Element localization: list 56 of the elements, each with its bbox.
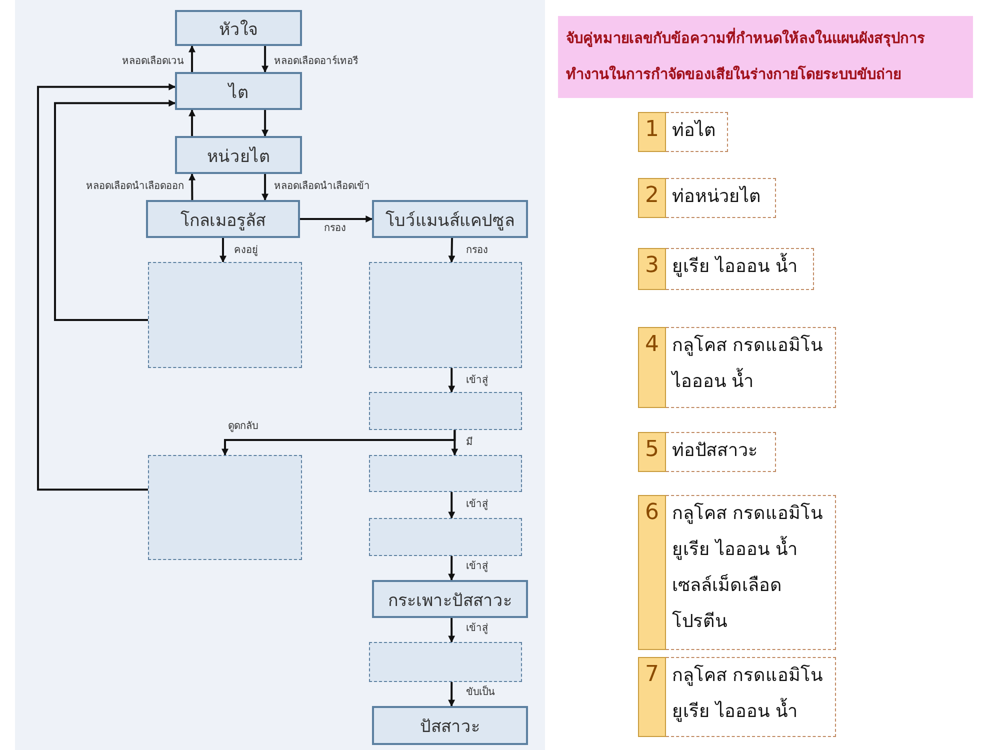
number-badge: 7 [638, 657, 666, 737]
answer-card [638, 432, 776, 472]
arrow [220, 238, 226, 263]
process-box: ปัสสาวะ [372, 706, 528, 745]
number-badge: 5 [638, 432, 666, 472]
title-banner: จับคู่หมายเลขกับข้อความที่กำหนดให้ลงในแผนผังสรุปการทำงานในการกำจัดของเสียในร่างกายโดยระบบขับถ่าย [558, 16, 973, 98]
process-box: หัวใจ [175, 10, 302, 46]
arrow [262, 174, 269, 201]
number-badge: 3 [638, 248, 666, 290]
arrow [448, 618, 456, 643]
answer-card [638, 178, 776, 218]
arrow [448, 368, 456, 393]
edge-label: เข้าสู่ [464, 498, 490, 511]
arrow [300, 216, 373, 222]
answer-text: ท่อปัสสาวะ [666, 432, 776, 472]
arrow [451, 430, 458, 456]
answer-text: ยูเรีย ไอออน น้ำ [666, 248, 814, 290]
arrow [448, 682, 456, 707]
edge-label: ดูดกลับ [226, 420, 260, 433]
arrow [188, 109, 196, 136]
number-badge: 4 [638, 327, 666, 408]
answer-box [369, 392, 522, 430]
process-box: กระเพาะปัสสาวะ [372, 580, 528, 618]
answer-text: กลูโคส กรดแอมิโน ไอออน น้ำ [666, 327, 836, 408]
answer-box [369, 642, 522, 682]
answer-text: ท่อหน่วยไต [666, 178, 776, 218]
answer-card [638, 112, 728, 152]
number-badge: 1 [638, 112, 666, 152]
answer-text: กลูโคส กรดแอมิโน ยูเรีย ไอออน น้ำ เซลล์เม็ดเลือด โปรตีน [666, 495, 836, 650]
process-box: ไต [175, 72, 302, 110]
process-box: โบว์แมนส์แคปซูล [372, 200, 528, 238]
answer-box [369, 518, 522, 556]
arrow [262, 46, 269, 73]
process-box: โกลเมอรูลัส [146, 200, 300, 238]
answer-box [369, 262, 522, 368]
process-box: หน่วยไต [175, 136, 302, 174]
number-badge: 6 [638, 495, 666, 650]
answer-box [369, 455, 522, 492]
answer-box [148, 262, 302, 368]
edge-label: เข้าสู่ [464, 622, 490, 635]
edge-label: คงอยู่ [232, 244, 260, 257]
arrow [448, 556, 456, 581]
answer-text: กลูโคส กรดแอมิโน ยูเรีย ไอออน น้ำ [666, 657, 836, 737]
arrow [188, 45, 196, 72]
arrow [37, 83, 176, 491]
arrow [448, 492, 456, 519]
edge-label: เข้าสู่ [464, 560, 490, 573]
edge-label: เข้าสู่ [464, 374, 490, 387]
answer-box [148, 455, 302, 560]
arrow [448, 238, 456, 263]
arrow [54, 100, 176, 321]
answer-card [638, 248, 814, 290]
number-badge: 2 [638, 178, 666, 218]
answer-text: ท่อไต [666, 112, 728, 152]
arrow [188, 173, 196, 200]
arrow [262, 110, 269, 137]
